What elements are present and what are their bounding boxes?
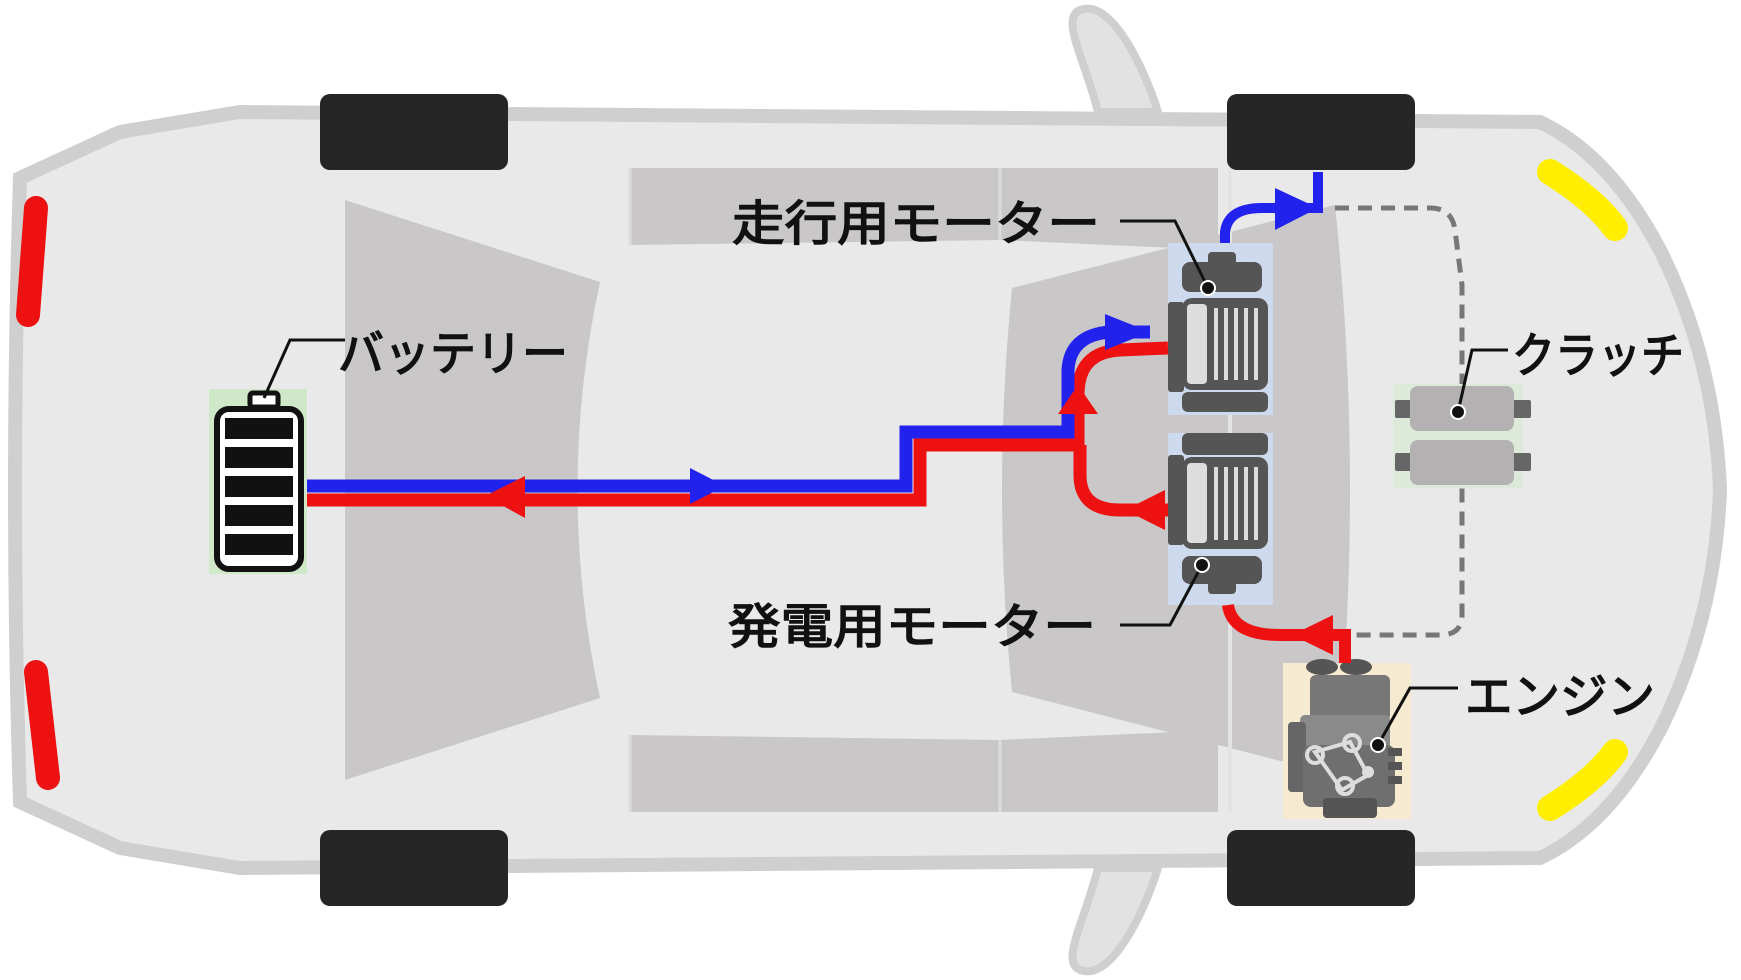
power-line-gen	[1073, 445, 1168, 517]
tire-rear-bottom	[320, 830, 508, 906]
generator-motor	[1168, 433, 1273, 605]
power-line-blue	[307, 325, 1150, 493]
arrow-blue-to-motor	[690, 468, 725, 504]
battery	[209, 389, 307, 574]
headlight-top	[1537, 159, 1628, 241]
arrow-blue-into-drive-motor	[1105, 314, 1150, 350]
tire-rear-top	[320, 94, 508, 170]
tire-front-bottom	[1227, 830, 1415, 906]
headlight-bottom	[1537, 739, 1628, 821]
leader-engine	[1376, 686, 1458, 746]
clutch	[1393, 384, 1531, 488]
leader-dot-engine	[1370, 737, 1386, 753]
rear-light-top	[16, 196, 48, 327]
arrow-red-from-gen	[1125, 490, 1165, 530]
rear-light-bottom	[24, 660, 60, 790]
side-panel-bottom	[630, 735, 1000, 812]
engine	[1283, 659, 1411, 819]
arrow-red-up-to-drive	[1058, 385, 1098, 414]
leader-gen-motor	[1120, 564, 1204, 627]
arrow-red-engine-to-gen	[1292, 615, 1333, 655]
arrow-red-to-battery	[485, 476, 525, 518]
leader-battery	[262, 338, 345, 399]
leader-dot-drive-motor	[1200, 280, 1216, 296]
clutch-link	[1335, 205, 1465, 638]
label-drive-motor: 走行用モーター	[732, 196, 1100, 252]
tire-front-top	[1227, 94, 1415, 170]
side-panel-top	[630, 168, 1000, 245]
label-gen-motor: 発電用モーター	[728, 599, 1096, 655]
leader-dot-gen-motor	[1194, 557, 1210, 573]
power-line-red	[307, 341, 1169, 507]
side-panel-top-front	[1000, 168, 1218, 250]
arrow-blue-to-wheel	[1275, 188, 1318, 230]
leader-drive-motor	[1120, 219, 1210, 289]
label-engine: エンジン	[1465, 669, 1655, 725]
label-battery: バッテリー	[338, 326, 568, 382]
leader-clutch	[1456, 348, 1508, 413]
mirror-top	[1068, 4, 1164, 116]
power-line-engine	[1222, 603, 1351, 663]
drive-motor	[1168, 243, 1273, 415]
side-panel-bottom-front	[1000, 730, 1218, 812]
leader-dot-clutch	[1450, 404, 1466, 420]
mirror-bottom	[1068, 864, 1164, 976]
label-clutch: クラッチ	[1512, 328, 1684, 384]
